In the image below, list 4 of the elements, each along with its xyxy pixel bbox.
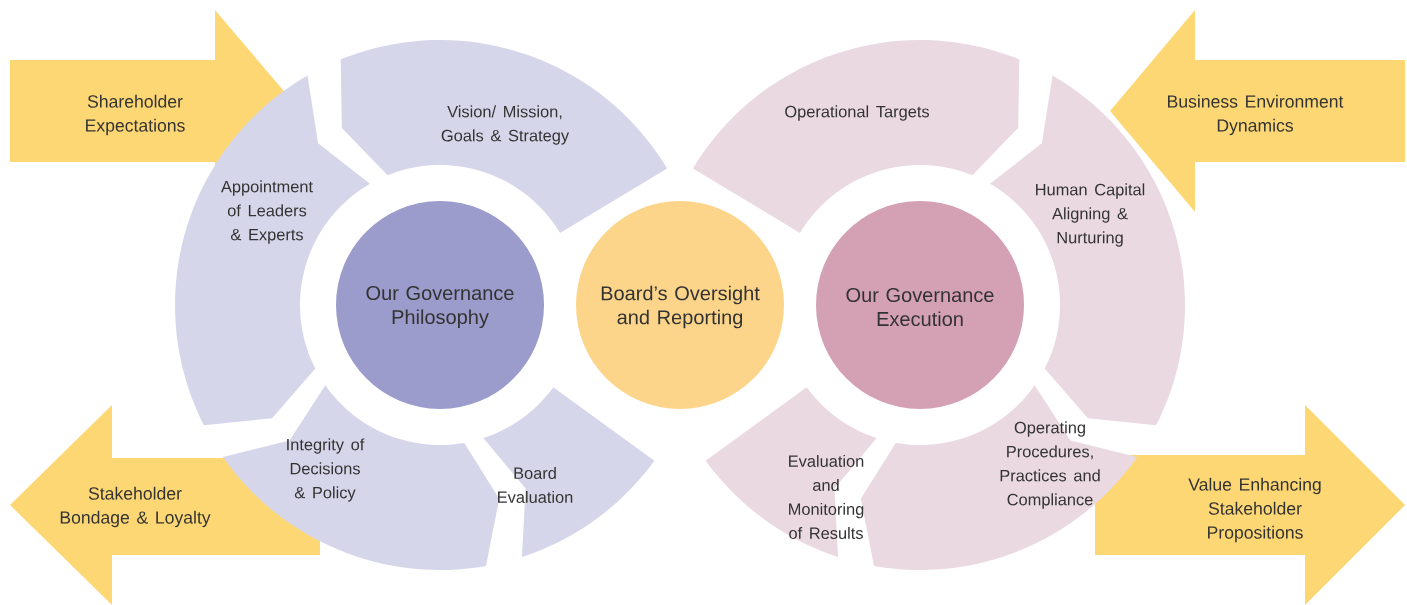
curved-arrow-segment: Evaluation and Monitoring of Results (705, 387, 877, 557)
curved-arrow-segment: Operational Targets (692, 40, 1020, 233)
curved-arrow-segment: Vision/ Mission, Goals & Strategy (340, 40, 668, 233)
curved-arrow-segment: Board Evaluation (483, 387, 655, 557)
